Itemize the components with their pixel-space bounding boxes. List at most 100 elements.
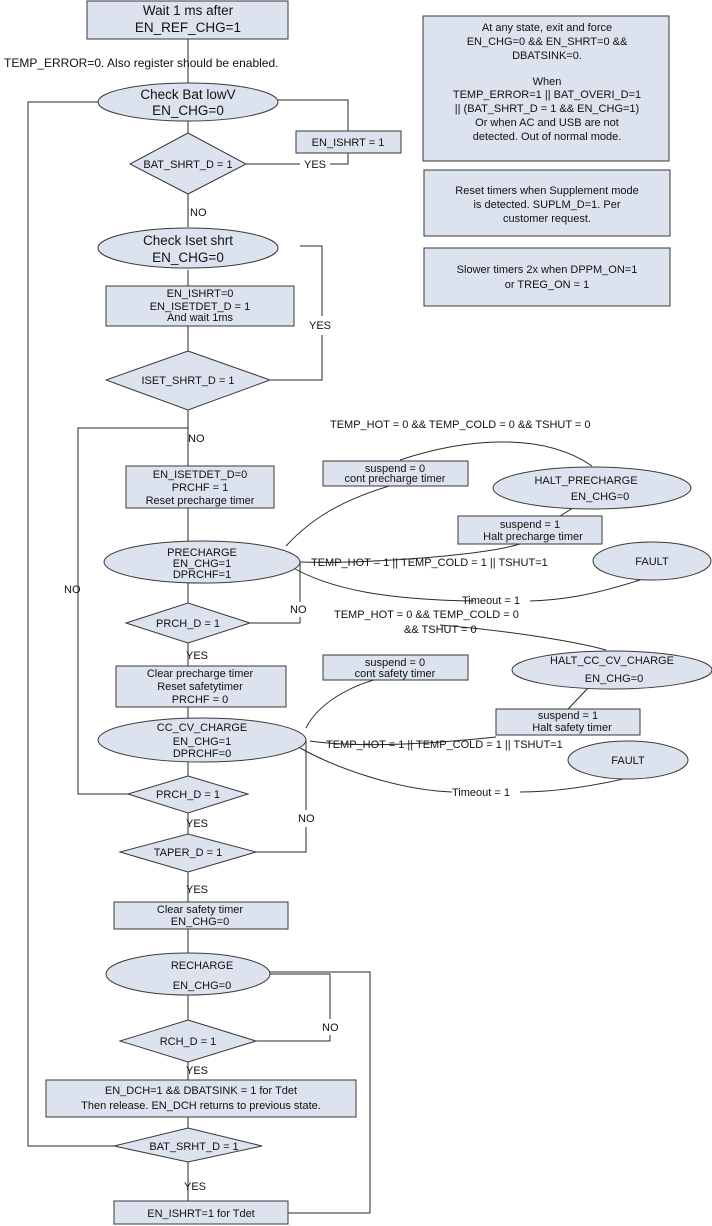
clear-safety-line-1: Clear safety timer [157, 904, 244, 916]
en-dch-line-1: EN_DCH=1 && DBATSINK = 1 for Tdet [105, 1085, 297, 1097]
node-precharge: PRECHARGE EN_CHG=1 DPRCHF=1 [103, 540, 301, 584]
node-recharge: RECHARGE EN_CHG=0 [105, 952, 271, 996]
node-suspend-1-pre: suspend = 1 Halt precharge timer [457, 515, 603, 545]
decision-taper: TAPER_D = 1 [118, 833, 258, 873]
edge-yes-taper: YES [186, 884, 208, 896]
edge-yes-prch: YES [186, 650, 208, 662]
svg-text:Or when AC and USB are not: Or when AC and USB are not [475, 117, 619, 129]
edge-no-bat: NO [190, 207, 207, 219]
cc-cv-line-2: EN_CHG=1 [173, 736, 231, 748]
cc-cv-line-3: DPRCHF=0 [173, 748, 231, 760]
node-en-dch: EN_DCH=1 && DBATSINK = 1 for Tdet Then r… [45, 1079, 357, 1118]
edge-no-rch: NO [322, 1022, 339, 1034]
node-fault-1: FAULT [592, 541, 712, 581]
node-check-bat: Check Bat lowV EN_CHG=0 [97, 82, 279, 122]
edge-no-left: NO [64, 584, 81, 596]
node-clear-safety: Clear safety timer EN_CHG=0 [113, 901, 289, 930]
svg-text:suspend = 1: suspend = 1 [500, 519, 560, 531]
en-isetdet-line-3: Reset precharge timer [146, 495, 255, 507]
en-dch-line-2: Then release. EN_DCH returns to previous… [81, 1100, 321, 1112]
node-suspend-0-safe: suspend = 0 cont safety timer [322, 654, 469, 681]
wait-line-2: EN_REF_CHG=1 [135, 20, 241, 35]
svg-text:or TREG_ON = 1: or TREG_ON = 1 [505, 279, 589, 291]
note-supplement-mode: Reset timers when Supplement mode is det… [423, 169, 671, 237]
cc-cv-line-1: CC_CV_CHARGE [157, 722, 247, 734]
node-suspend-0-pre: suspend = 0 cont precharge timer [322, 460, 469, 487]
decision-iset-shrt: ISET_SHRT_D = 1 [104, 350, 272, 411]
prch-d-2-label: PRCH_D = 1 [156, 789, 220, 801]
edge-no-prch: NO [290, 604, 307, 616]
svg-text:DBATSINK=0.: DBATSINK=0. [512, 50, 582, 62]
node-en-ishrt-tdet: EN_ISHRT=1 for Tdet [113, 1200, 289, 1225]
edge-temp-ok-cc-2: && TSHUT = 0 [404, 624, 477, 636]
decision-rch-d: RCH_D = 1 [118, 1019, 258, 1063]
node-halt-cc-cv: HALT_CC_CV_CHARGE EN_CHG=0 [511, 650, 712, 690]
svg-text:detected. Out of normal mode.: detected. Out of normal mode. [473, 131, 622, 143]
clear-precharge-line-3: PRCHF = 0 [172, 694, 229, 706]
svg-text:|| (BAT_SHRT_D = 1 && EN_CHG=1: || (BAT_SHRT_D = 1 && EN_CHG=1) [455, 103, 639, 115]
clear-safety-line-2: EN_CHG=0 [171, 916, 229, 928]
bat-shrt-label: BAT_SHRT_D = 1 [143, 159, 232, 171]
prch-d-label: PRCH_D = 1 [156, 618, 220, 630]
edge-temp-ok-pre: TEMP_HOT = 0 && TEMP_COLD = 0 && TSHUT =… [330, 419, 591, 431]
taper-label: TAPER_D = 1 [154, 847, 223, 859]
edge-temp-bad-pre: TEMP_HOT = 1 || TEMP_COLD = 1 || TSHUT=1 [311, 557, 548, 569]
node-en-ishrt-0: EN_ISHRT=0 EN_ISETDET_D = 1 And wait 1ms [105, 285, 295, 327]
node-check-iset: Check Iset shrt EN_CHG=0 [97, 227, 279, 269]
edge-timeout-cc: Timeout = 1 [452, 787, 510, 799]
en-ishrt-0-line-3: And wait 1ms [167, 312, 234, 324]
decision-bat-srht: BAT_SRHT_D = 1 [113, 1127, 263, 1163]
node-en-isetdet: EN_ISETDET_D=0 PRCHF = 1 Reset precharge… [125, 465, 275, 509]
decision-prch-d-2: PRCH_D = 1 [126, 775, 250, 814]
node-fault-2: FAULT [567, 740, 689, 780]
en-isetdet-line-2: PRCHF = 1 [172, 482, 229, 494]
node-en-ishrt-1: EN_ISHRT = 1 [295, 130, 402, 154]
edge-yes-bat: YES [304, 159, 326, 171]
en-ishrt-0-line-1: EN_ISHRT=0 [167, 288, 234, 300]
precharge-line-1: PRECHARGE [167, 547, 237, 559]
recharge-line-1: RECHARGE [171, 960, 233, 972]
svg-text:FAULT: FAULT [611, 755, 645, 767]
edge-yes-iset: YES [309, 320, 331, 332]
svg-text:suspend = 0: suspend = 0 [365, 463, 425, 475]
node-halt-precharge: HALT_PRECHARGE EN_CHG=0 [492, 466, 692, 510]
svg-text:TEMP_ERROR=1 || BAT_OVERI_D=1: TEMP_ERROR=1 || BAT_OVERI_D=1 [453, 89, 641, 101]
en-isetdet-line-1: EN_ISETDET_D=0 [153, 469, 247, 481]
edge-temp-ok-cc-1: TEMP_HOT = 0 && TEMP_COLD = 0 [334, 609, 519, 621]
note-exit-conditions: At any state, exit and force EN_CHG=0 &&… [422, 15, 670, 162]
node-suspend-1-safe: suspend = 1 Halt safety timer [495, 708, 641, 736]
check-bat-line-1: Check Bat lowV [140, 87, 235, 102]
node-wait: Wait 1 ms after EN_REF_CHG=1 [86, 0, 289, 40]
en-ishrt-0-line-2: EN_ISETDET_D = 1 [150, 301, 251, 313]
check-iset-line-1: Check Iset shrt [143, 233, 233, 248]
svg-text:HALT_CC_CV_CHARGE: HALT_CC_CV_CHARGE [550, 655, 674, 667]
edge-no-iset: NO [188, 433, 205, 445]
svg-text:suspend = 1: suspend = 1 [538, 710, 598, 722]
iset-shrt-label: ISET_SHRT_D = 1 [141, 375, 234, 387]
svg-text:At any state, exit and force: At any state, exit and force [482, 22, 612, 34]
precharge-line-3: DPRCHF=1 [173, 569, 231, 581]
svg-text:is detected. SUPLM_D=1. Per: is detected. SUPLM_D=1. Per [473, 199, 620, 211]
node-clear-precharge: Clear precharge timer Reset safetytimer … [115, 665, 287, 708]
temp-error-note: TEMP_ERROR=0. Also register should be en… [4, 56, 278, 70]
decision-prch-d: PRCH_D = 1 [124, 602, 252, 644]
en-ishrt-1-label: EN_ISHRT = 1 [312, 137, 385, 149]
svg-text:EN_CHG=0: EN_CHG=0 [571, 491, 629, 503]
clear-precharge-line-1: Clear precharge timer [147, 668, 254, 680]
svg-text:cont precharge timer: cont precharge timer [345, 473, 446, 485]
node-cc-cv: CC_CV_CHARGE EN_CHG=1 DPRCHF=0 [97, 717, 307, 763]
edge-timeout-pre: Timeout = 1 [462, 595, 520, 607]
rch-d-label: RCH_D = 1 [160, 1036, 217, 1048]
en-ishrt-tdet-label: EN_ISHRT=1 for Tdet [147, 1208, 255, 1220]
svg-text:suspend = 0: suspend = 0 [365, 657, 425, 669]
edge-no-taper: NO [298, 813, 315, 825]
check-bat-line-2: EN_CHG=0 [152, 103, 224, 118]
wait-line-1: Wait 1 ms after [143, 3, 234, 18]
note-slower-timers: Slower timers 2x when DPPM_ON=1 or TREG_… [423, 247, 671, 307]
svg-text:Halt safety timer: Halt safety timer [532, 722, 612, 734]
svg-text:Reset timers when Supplement m: Reset timers when Supplement mode [455, 185, 638, 197]
svg-text:When: When [533, 76, 562, 88]
decision-bat-shrt: BAT_SHRT_D = 1 [128, 132, 248, 195]
svg-text:HALT_PRECHARGE: HALT_PRECHARGE [534, 475, 637, 487]
